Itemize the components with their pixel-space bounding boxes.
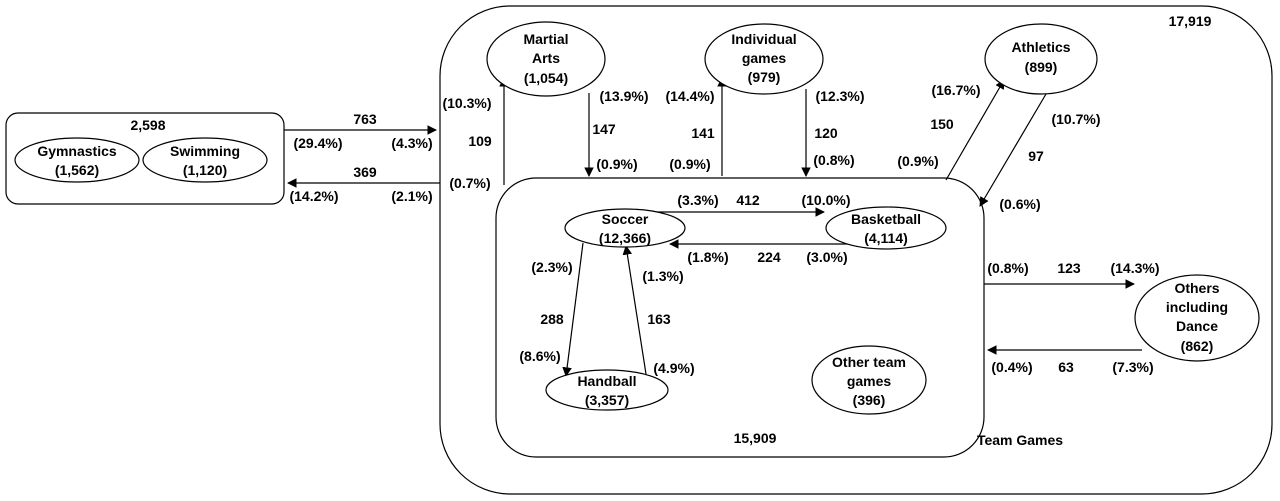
flow-others-to-team-from: (7.3%) [1112,359,1153,375]
flow-team-to-athletics-value: 150 [930,116,954,132]
team-games-total: 15,909 [734,430,777,446]
flow-basketball-to-soccer-from: (3.0%) [806,249,847,265]
athletics-count: (899) [1025,59,1058,75]
flow-individual-to-team-value: 120 [814,125,838,141]
flow-martial-to-team-to: (0.9%) [596,156,637,172]
flow-team-to-others-from: (0.8%) [987,260,1028,276]
flow-team-to-martial-from: (0.7%) [449,175,490,191]
flow-soccer-to-basketball-value: 412 [736,192,760,208]
basketball-name: Basketball [851,211,921,227]
otherteam-name-2: games [847,373,892,389]
flow-soccer-to-handball-value: 288 [540,311,564,327]
flow-soccer-to-handball-from: (2.3%) [531,259,572,275]
edge-handball-to-soccer [622,245,647,375]
martial-count: (1,054) [524,70,568,86]
team-games-label: Team Games [977,432,1063,448]
flow-outer-to-left-from: (2.1%) [391,188,432,204]
outer-group-box [439,5,1273,495]
node-individual-games: Individual games (979) [704,23,824,95]
flow-handball-to-soccer-value: 163 [647,311,671,327]
flow-team-to-individual-from: (0.9%) [669,156,710,172]
martial-name-2: Arts [532,50,560,66]
node-other-team-games: Other team games (396) [811,345,927,415]
flow-soccer-to-basketball-to: (10.0%) [801,192,850,208]
flow-basketball-to-soccer-value: 224 [757,249,781,265]
flow-handball-to-soccer-from: (4.9%) [653,360,694,376]
individual-name-2: games [742,50,787,66]
flow-athletics-to-team-to: (0.6%) [999,196,1040,212]
flow-team-to-athletics-from: (0.9%) [897,153,938,169]
gymnastics-name: Gymnastics [37,143,117,159]
swimming-name: Swimming [170,143,240,159]
others-name-2: including [1166,299,1228,315]
flow-handball-to-soccer-to: (1.3%) [642,268,683,284]
node-soccer: Soccer (12,366) [564,208,686,248]
flow-team-to-individual-to: (14.4%) [665,88,714,104]
edge-team-to-athletics [945,79,1005,181]
flow-athletics-to-team-value: 97 [1028,148,1044,164]
individual-count: (979) [748,69,781,85]
flow-basketball-to-soccer-to: (1.8%) [687,249,728,265]
flow-left-to-outer-from: (29.4%) [293,135,342,151]
outer-group-total: 17,919 [1169,13,1212,29]
flow-left-to-outer-to: (4.3%) [391,135,432,151]
soccer-count: (12,366) [599,230,651,246]
flow-team-to-others-value: 123 [1057,260,1081,276]
flow-others-to-team-value: 63 [1058,359,1074,375]
athletics-name: Athletics [1011,39,1070,55]
martial-name-1: Martial [523,31,568,47]
node-athletics: Athletics (899) [984,23,1098,95]
flow-individual-to-team-to: (0.8%) [813,152,854,168]
flow-team-to-individual-value: 141 [691,125,715,141]
edge-athletics-to-team [979,93,1047,207]
flow-outer-to-left-value: 369 [353,164,377,180]
node-others-including-dance: Others including Dance (862) [1134,274,1260,362]
node-swimming: Swimming (1,120) [142,137,268,183]
individual-name-1: Individual [731,31,796,47]
flow-labels: 763 (29.4%) (4.3%) 369 (2.1%) (14.2%) 10… [289,82,1159,376]
others-name-1: Others [1174,280,1219,296]
handball-count: (3,357) [585,392,629,408]
edges [284,77,1142,377]
soccer-name: Soccer [602,211,649,227]
gymnastics-count: (1,562) [55,162,99,178]
left-group-box [5,112,285,205]
flow-outer-to-left-to: (14.2%) [289,188,338,204]
others-name-3: Dance [1176,318,1218,334]
left-group-total: 2,598 [130,117,165,133]
flow-martial-to-team-value: 147 [592,121,616,137]
flow-athletics-to-team-from: (10.7%) [1051,111,1100,127]
flow-individual-to-team-from: (12.3%) [815,88,864,104]
edge-soccer-to-handball [562,242,584,377]
otherteam-name-1: Other team [832,354,906,370]
handball-name: Handball [577,373,636,389]
node-basketball: Basketball (4,114) [825,206,947,250]
node-handball: Handball (3,357) [545,369,669,411]
flow-martial-to-team-from: (13.9%) [599,88,648,104]
basketball-count: (4,114) [864,230,908,246]
swimming-count: (1,120) [183,162,227,178]
node-martial-arts: Martial Arts (1,054) [486,21,606,97]
flow-team-to-martial-value: 109 [468,133,492,149]
flow-left-to-outer-value: 763 [353,111,377,127]
team-games-box [495,177,985,458]
otherteam-count: (396) [853,392,886,408]
flow-team-to-martial-to: (10.3%) [442,95,491,111]
flow-team-to-others-to: (14.3%) [1110,260,1159,276]
node-gymnastics: Gymnastics (1,562) [14,137,140,183]
flow-team-to-athletics-to: (16.7%) [931,82,980,98]
flow-soccer-to-basketball-from: (3.3%) [677,192,718,208]
others-count: (862) [1181,338,1214,354]
flow-others-to-team-to: (0.4%) [991,359,1032,375]
flow-soccer-to-handball-to: (8.6%) [519,348,560,364]
